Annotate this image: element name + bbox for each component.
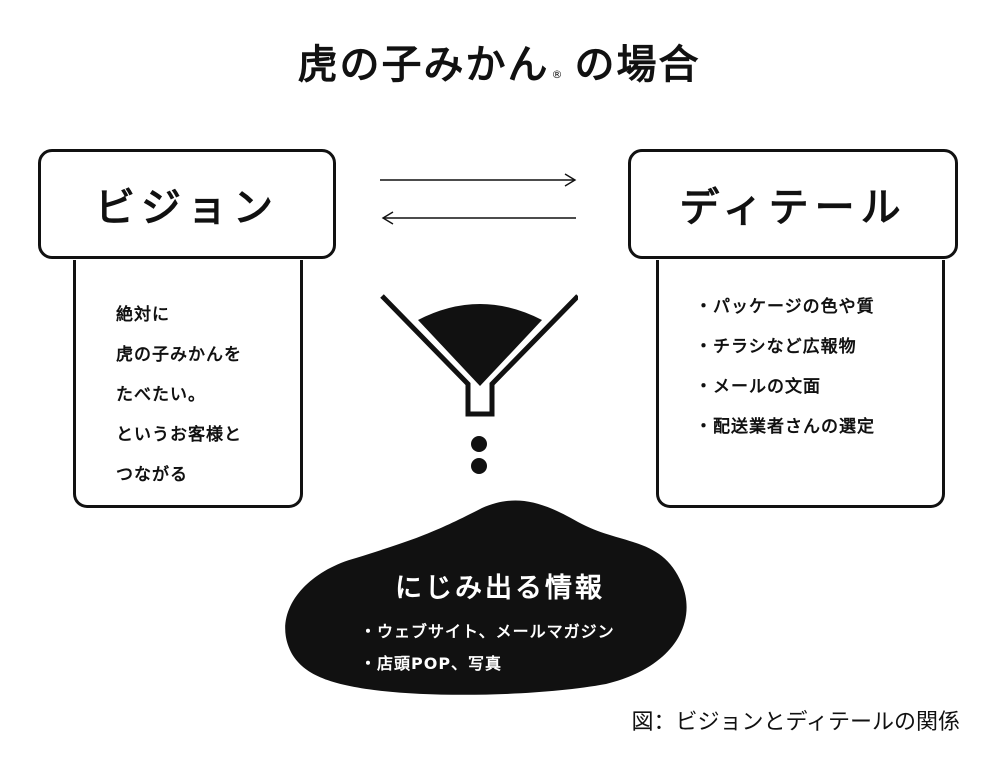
result-item: ・ウェブサイト、メールマガジン [360, 622, 615, 641]
vision-body-box: 絶対に 虎の子みかんを たべたい。 というお客様と つながる [73, 260, 303, 508]
detail-heading-box: ディテール [628, 149, 958, 259]
vision-line: というお客様と [116, 425, 242, 445]
drip-dot-icon [471, 458, 487, 474]
bidirectional-arrows [380, 173, 577, 225]
funnel-icon [380, 294, 578, 474]
detail-item: ・メールの文面 [695, 377, 821, 397]
vision-heading: ビジョン [95, 185, 279, 231]
vision-line: 虎の子みかんを [116, 345, 242, 365]
result-heading: にじみ出る情報 [395, 573, 605, 604]
vision-heading-box: ビジョン [38, 149, 336, 259]
detail-heading: ディテール [679, 185, 907, 231]
title-suffix: の場合 [574, 42, 701, 88]
detail-body-box: ・パッケージの色や質 ・チラシなど広報物 ・メールの文面 ・配送業者さんの選定 [656, 260, 945, 508]
detail-item: ・チラシなど広報物 [695, 337, 857, 357]
result-item: ・店頭POP、写真 [360, 654, 503, 673]
arrow-left-icon [381, 211, 576, 225]
vision-line: つながる [116, 465, 188, 485]
figure-caption: 図：ビジョンとディテールの関係 [631, 710, 960, 735]
funnel-liquid [418, 320, 542, 386]
vision-line: 絶対に [116, 305, 170, 325]
result-blob [285, 500, 687, 695]
arrow-right-icon [380, 173, 577, 187]
title-main: 虎の子みかん [297, 42, 550, 88]
page-title: 虎の子みかん® の場合 [0, 32, 998, 90]
drip-dot-icon [471, 436, 487, 452]
registered-mark: ® [551, 68, 565, 81]
detail-item: ・配送業者さんの選定 [695, 417, 875, 437]
vision-line: たべたい。 [116, 385, 206, 405]
detail-item: ・パッケージの色や質 [695, 297, 875, 317]
